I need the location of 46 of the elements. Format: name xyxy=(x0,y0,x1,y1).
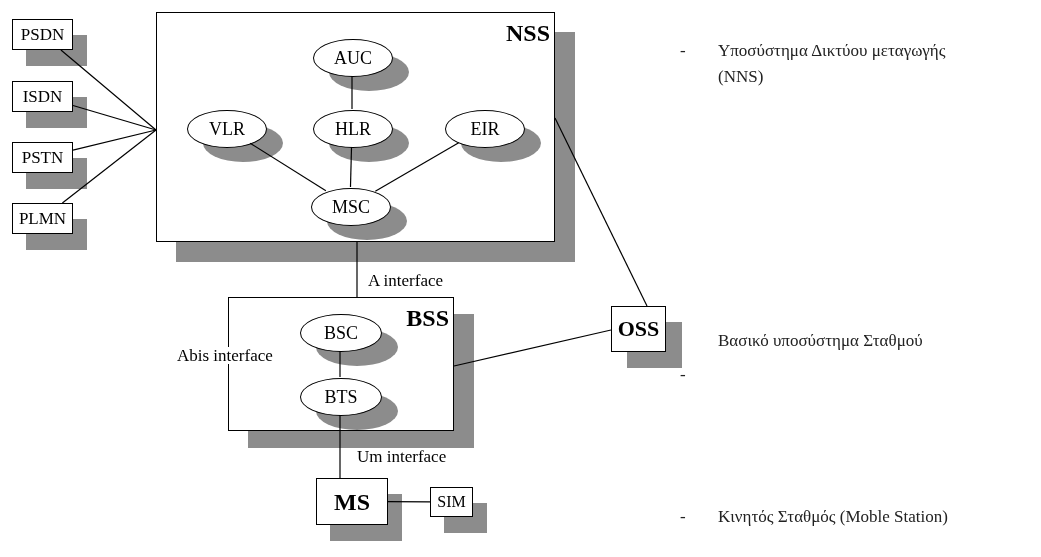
node-label: PLMN xyxy=(18,210,67,227)
node-label: EIR xyxy=(470,120,500,138)
connector-line xyxy=(554,117,648,307)
connector-line xyxy=(61,129,157,204)
node-label: BTS xyxy=(324,388,358,406)
node-label: BSC xyxy=(324,324,358,342)
node-label: PSTN xyxy=(21,149,64,166)
node-label: PSDN xyxy=(20,26,65,43)
edge-label: Abis interface xyxy=(176,347,274,364)
connector-line xyxy=(356,241,358,298)
subsystem-label: BSS xyxy=(406,306,449,330)
connector-line xyxy=(339,350,341,378)
connector-line xyxy=(339,414,341,479)
network-box xyxy=(12,142,73,173)
connector-line xyxy=(351,75,353,110)
description-text: - xyxy=(680,364,687,386)
node-label: VLR xyxy=(209,120,245,138)
connector-line xyxy=(349,146,353,188)
connector-line xyxy=(60,49,157,131)
description-text: Βασικό υποσύστημα Σταθμού xyxy=(718,330,924,352)
description-text: Υποσύστημα Δικτύου μεταγωγής (NNS) xyxy=(718,40,947,88)
edge-label: A interface xyxy=(367,272,445,289)
node-label: MS xyxy=(334,489,370,514)
connector-line xyxy=(374,142,460,192)
network-box xyxy=(611,306,666,352)
description-text: Κινητός Σταθμός (Moble Station) xyxy=(718,506,949,528)
connector-line xyxy=(387,501,431,503)
subsystem-box xyxy=(156,12,555,242)
node-label: SIM xyxy=(437,494,466,510)
network-box xyxy=(12,19,73,50)
description-text: - xyxy=(680,506,687,528)
network-box xyxy=(12,81,73,112)
node-label: AUC xyxy=(334,49,372,67)
node-label: HLR xyxy=(335,120,371,138)
description-text: - xyxy=(680,40,687,62)
node-label: MSC xyxy=(332,198,370,216)
node-label: OSS xyxy=(617,318,660,340)
node-label: ISDN xyxy=(22,88,63,105)
subsystem-label: NSS xyxy=(505,21,550,45)
connector-line xyxy=(249,142,327,192)
network-box xyxy=(316,478,388,525)
connector-line xyxy=(72,129,157,151)
connector-line xyxy=(453,329,612,367)
network-box xyxy=(12,203,73,234)
network-box xyxy=(430,487,473,517)
edge-label: Um interface xyxy=(356,448,448,465)
